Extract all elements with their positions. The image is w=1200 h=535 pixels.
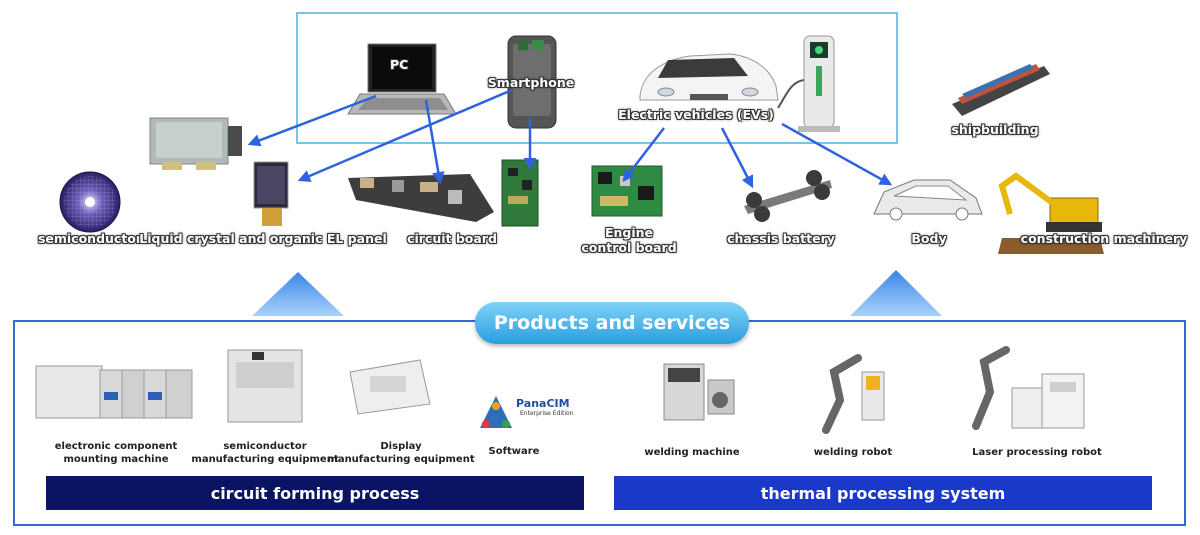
engine-label-line1: Engine bbox=[604, 225, 654, 240]
smartphone-image bbox=[507, 35, 557, 129]
triangle-right-icon bbox=[850, 270, 942, 316]
body-label: Body bbox=[911, 231, 947, 246]
construction-machinery-label: construction machinery bbox=[1020, 231, 1188, 246]
ev-label: Electric vehicles (EVs) bbox=[618, 107, 774, 122]
circuit-board-image bbox=[348, 174, 494, 222]
mounting-machine-image bbox=[35, 365, 193, 419]
mounting-caption-line2: mounting machine bbox=[63, 454, 169, 465]
engine-label-line2: control board bbox=[581, 240, 677, 255]
shipbuilding-label: shipbuilding bbox=[951, 122, 1039, 137]
semiconductor-equipment-image bbox=[227, 349, 303, 423]
triangle-left-icon bbox=[252, 272, 344, 316]
engine-control-board-label: Engine control board bbox=[581, 225, 676, 255]
display-equipment-image bbox=[349, 359, 431, 415]
circuit-forming-bar: circuit forming process bbox=[46, 476, 584, 510]
pc-label: PC bbox=[390, 57, 409, 72]
semiconductor-equipment-caption: semiconductor manufacturing equipment bbox=[191, 440, 338, 466]
laser-robot-caption: Laser processing robot bbox=[972, 447, 1102, 458]
welding-machine-caption: welding machine bbox=[644, 447, 740, 458]
semiconductor-label: semiconductor bbox=[37, 231, 143, 246]
top-products-frame bbox=[296, 12, 898, 144]
engine-board-image bbox=[591, 165, 663, 217]
thermal-processing-bar: thermal processing system bbox=[614, 476, 1152, 510]
display-caption-line2: manufacturing equipment bbox=[327, 454, 475, 465]
products-services-pill: Products and services bbox=[475, 302, 749, 344]
welding-robot-image bbox=[822, 354, 885, 434]
welding-machine-image bbox=[663, 363, 735, 421]
smartphone-label: Smartphone bbox=[487, 75, 575, 90]
panacim-logo-subtext: Enterprise Edition bbox=[520, 410, 574, 417]
chassis-image bbox=[744, 170, 832, 222]
semi-equip-caption-line1: semiconductor bbox=[223, 441, 307, 452]
welding-robot-caption: welding robot bbox=[813, 447, 893, 458]
ev-car-image bbox=[639, 53, 779, 101]
laser-robot-image bbox=[972, 346, 1085, 430]
panacim-logo bbox=[480, 396, 512, 428]
charging-station-image bbox=[777, 35, 840, 132]
lcd-module-image bbox=[149, 117, 242, 170]
lcd-panel-image bbox=[253, 161, 289, 226]
wafer-image bbox=[59, 171, 121, 233]
car-body-image bbox=[873, 179, 983, 221]
chassis-battery-label: chassis battery bbox=[727, 231, 835, 246]
mounting-caption-line1: electronic component bbox=[54, 441, 178, 452]
ship-image bbox=[952, 64, 1050, 116]
excavator-image bbox=[998, 172, 1104, 254]
software-caption: Software bbox=[488, 446, 540, 457]
panacim-logo-text: PanaCIM bbox=[516, 397, 570, 410]
display-caption-line1: Display bbox=[380, 441, 422, 452]
lcd-panel-label: Liquid crystal and organic EL panel bbox=[139, 231, 387, 246]
display-equipment-caption: Display manufacturing equipment bbox=[327, 440, 474, 466]
circuit-board-label: circuit board bbox=[407, 231, 497, 246]
laptop-image bbox=[347, 43, 457, 115]
semi-equip-caption-line2: manufacturing equipment bbox=[191, 454, 339, 465]
green-module-image bbox=[501, 159, 539, 227]
mounting-machine-caption: electronic component mounting machine bbox=[55, 440, 178, 466]
